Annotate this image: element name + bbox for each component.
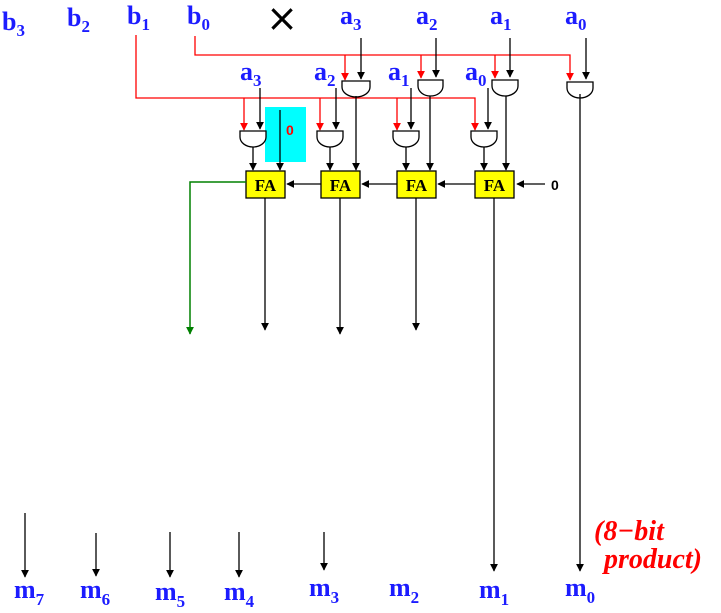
- label-m4: m4: [224, 577, 255, 611]
- and-gate-b1a1: [392, 130, 420, 148]
- row-a-labels: a3 a2 a1 a0: [240, 57, 487, 90]
- label-m1: m1: [479, 575, 509, 609]
- label-m2: m2: [389, 573, 419, 607]
- and-gate-b0a3: [341, 80, 371, 98]
- full-adders: FA FA FA FA: [245, 170, 515, 199]
- label-m3: m3: [309, 573, 339, 607]
- svg-text:FA: FA: [484, 176, 506, 195]
- label-a0-row: a0: [465, 57, 487, 90]
- carry-out-wire: [186, 181, 246, 335]
- gate-to-adder-wires: [249, 96, 510, 171]
- label-m5: m5: [155, 577, 185, 611]
- svg-text:FA: FA: [255, 176, 277, 195]
- label-b3: b3: [2, 7, 25, 40]
- carry-in-zero: 0: [551, 177, 559, 193]
- b1-wire: [135, 35, 479, 131]
- label-a0-top: a0: [565, 1, 587, 34]
- multiplicand-a-labels: a3 a2 a1 a0: [340, 1, 587, 34]
- and-gates-row0: [341, 79, 594, 99]
- label-a1-top: a1: [490, 1, 512, 34]
- label-b1: b1: [127, 1, 150, 34]
- b-wires: [135, 35, 574, 131]
- label-a2-row: a2: [314, 57, 336, 90]
- times-symbol: ×: [266, 0, 298, 40]
- label-a2-top: a2: [416, 1, 438, 34]
- and-gate-b1a2: [316, 130, 344, 148]
- sum-wires: [261, 94, 584, 572]
- and-gate-b0a0: [566, 81, 594, 99]
- product-labels: m7 m6 m5 m4 m3 m2 m1 m0: [14, 573, 595, 611]
- label-m6: m6: [80, 575, 110, 609]
- multiplier-b-labels: b3 b2 b1 b0: [2, 1, 210, 40]
- product-note-line1: (8−bit: [594, 516, 665, 547]
- label-a3-row: a3: [240, 57, 262, 90]
- and-gate-b1a3: [239, 130, 267, 148]
- label-b2: b2: [67, 3, 90, 36]
- a-row-wires: [256, 88, 492, 130]
- label-a3-top: a3: [340, 1, 362, 34]
- highlight-zero: 0: [286, 122, 294, 138]
- and-gate-b1a0: [470, 130, 498, 148]
- label-a1-row: a1: [388, 57, 410, 90]
- full-adder-3: FA: [245, 170, 286, 199]
- full-adder-0: FA: [474, 170, 515, 199]
- b0-wire: [194, 36, 574, 81]
- a-top-wires: [357, 38, 590, 80]
- label-m7: m7: [14, 575, 45, 609]
- output-stub-wires: [21, 513, 328, 578]
- svg-text:FA: FA: [330, 176, 352, 195]
- full-adder-1: FA: [396, 170, 437, 199]
- and-gate-b0a1: [491, 79, 519, 97]
- product-note: (8−bit product): [594, 516, 702, 575]
- and-gates-row1: [239, 130, 498, 148]
- label-b0: b0: [187, 1, 210, 34]
- full-adder-2: FA: [320, 170, 361, 199]
- label-m0: m0: [565, 573, 595, 607]
- svg-text:FA: FA: [406, 176, 428, 195]
- and-gate-b0a2: [417, 79, 444, 97]
- product-note-line2: product): [602, 544, 702, 575]
- highlight-box: [265, 107, 306, 162]
